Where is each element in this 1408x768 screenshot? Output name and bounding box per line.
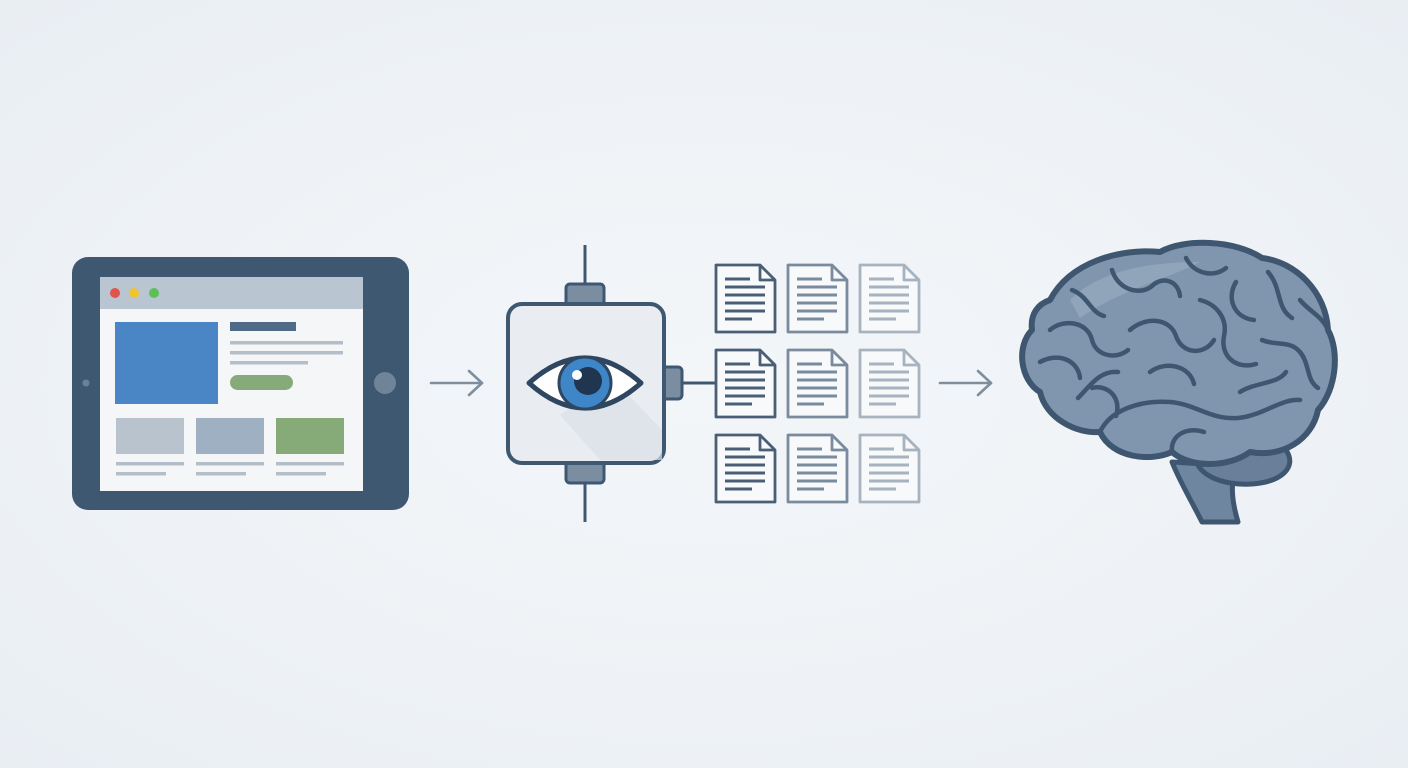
eye-highlight [572,370,582,380]
card-text-line [196,472,246,476]
brain-folds [1037,255,1331,455]
card-text-line [276,472,326,476]
browser-dot-yellow [129,288,139,298]
document-icon [858,433,921,504]
document-icon [714,433,777,504]
document-icon [786,263,849,334]
card-text-line [116,462,184,466]
brain-icon [1019,239,1338,525]
brain-cerebrum [1019,239,1338,467]
document-icon [714,263,777,334]
card-text-line [196,462,264,466]
document-icon [786,348,849,419]
document-icon [786,433,849,504]
tablet-camera [82,379,90,387]
text-line [230,361,308,365]
brain-highlight [1070,262,1200,318]
document-icon [858,263,921,334]
document-icon [714,348,777,419]
card-image-gray [116,418,184,454]
card-text-line [276,462,344,466]
cta-button-shape [230,375,293,390]
arrow-right-icon [429,369,484,397]
document-icon [858,348,921,419]
browser-bar [100,277,363,309]
document-grid-icon [714,263,921,504]
browser-dot-green [149,288,159,298]
arrow-right-icon [938,369,993,397]
card-text-line [116,472,166,476]
card-image-blue-gray [196,418,264,454]
hero-image-block [115,322,218,404]
text-line [230,341,343,345]
heading-line [230,322,296,331]
eye-chip-icon [506,245,715,522]
browser-dot-red [110,288,120,298]
card-image-green [276,418,344,454]
text-line [230,351,343,355]
tablet-webpage-icon [72,257,409,510]
tablet-home-button [374,372,396,394]
